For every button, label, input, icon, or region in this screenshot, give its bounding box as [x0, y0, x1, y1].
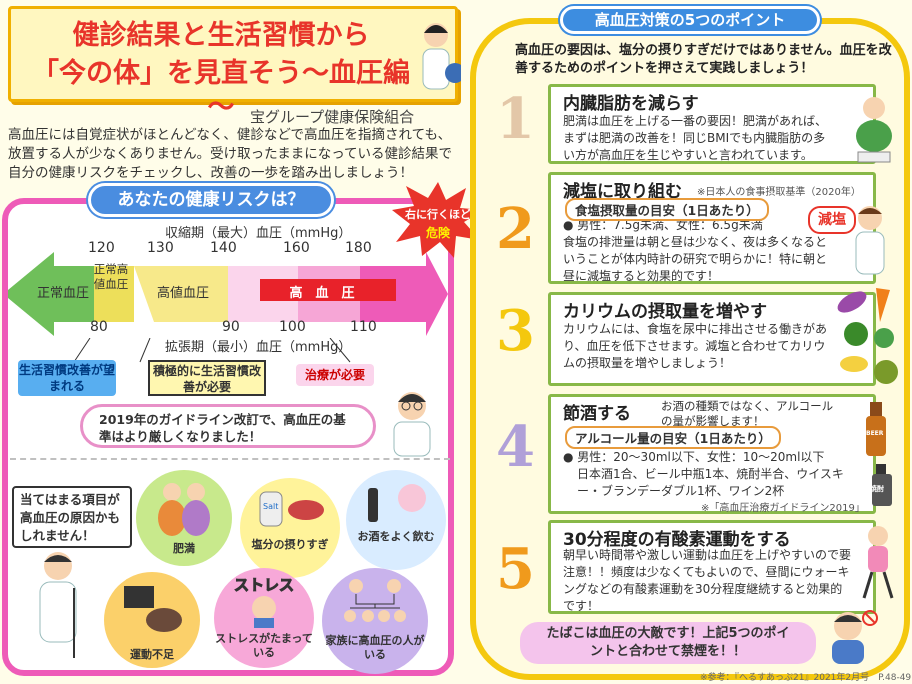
doctor-icon [393, 392, 431, 457]
risk-title: あなたの健康リスクは？ [88, 183, 334, 217]
cause-no-exercise-label: 運動不足 [130, 648, 174, 661]
weighing-man-icon [856, 97, 892, 163]
cause-alcohol: お酒をよく飲む [346, 470, 446, 570]
zone-high-normal: 正常高値血圧 [93, 262, 129, 291]
point-1-box: 内臓脂肪を減らす 肥満は血圧を上げる一番の要因！肥満があれば、まずは肥満の改善を… [548, 84, 876, 164]
point-4-box: 節酒する お酒の種類ではなく、アルコールの量が影響します！ ● 男性：20～30… [548, 394, 876, 514]
walking-woman-icon [862, 526, 894, 599]
point-4-heading: 節酒する [563, 404, 631, 424]
cause-family-label: 家族に高血圧の人がいる [325, 634, 425, 661]
note-lifestyle-required: 積極的に生活習慣改善が必要 [148, 360, 266, 396]
nurse-pointing-icon [855, 206, 885, 275]
dia-tick-90: 90 [222, 319, 240, 335]
point-4-amount: ● 男性：20～30ml以下、女性：10～20ml以下 [563, 450, 825, 464]
burst-text-1: 右に行くほど [405, 208, 471, 221]
beer-shochu-bottles-icon [866, 402, 892, 506]
pointer-arrows [73, 338, 351, 363]
point-3-box: カリウムの摂取量を増やす カリウムには、食塩を尿中に排出させる働きがあり、血圧を… [548, 292, 876, 386]
obese-people-icon [158, 483, 210, 536]
sys-tick-160: 160 [283, 240, 310, 256]
shochu-label: 焼酎 [870, 485, 884, 493]
systolic-label: 収縮期（最大）血圧（mmHg） [165, 226, 352, 241]
dia-tick-100: 100 [279, 319, 306, 335]
tv-couch-icon [124, 586, 182, 632]
intro-text: 高血圧には自覚症状がほとんどなく、健診などで高血圧を指摘されても、放置する人が少… [8, 127, 453, 181]
stressed-person-icon [252, 596, 276, 628]
point-2-body: 食塩の排泄量は朝と昼は少なく、夜は多くなるということが体内時計の研究で明らかに！… [563, 235, 828, 283]
stress-word: ストレス [233, 576, 294, 595]
zone-hypertension: 高 血 圧 [289, 286, 355, 301]
sys-tick-130: 130 [147, 240, 174, 256]
diastolic-label: 拡張期（最小）血圧（mmHg） [165, 340, 352, 355]
point-1-body: 肥満は血圧を上げる一番の要因！肥満があれば、まずは肥満の改善を！同じBMIでも内… [563, 114, 828, 162]
beer-label: BEER [866, 430, 884, 437]
salt-word: Salt [263, 502, 279, 511]
cause-salt-label: 塩分の摂りすぎ [251, 538, 329, 551]
cause-alcohol-label: お酒をよく飲む [357, 530, 435, 543]
doctor-patient-illustration [422, 23, 461, 90]
point-4-body: 日本酒1合、ビール中瓶1本、焼酎半合、ウイスキー・ブランデーダブル1杯、ワイン2… [577, 467, 844, 498]
guideline-bubble: 2019年のガイドライン改訂で、高血圧の基準はより厳しくなりました！ [80, 404, 376, 448]
family-tree-icon [344, 579, 406, 622]
danger-burst-icon [392, 182, 484, 258]
vegetables-icon [837, 288, 898, 384]
point-5-box: 30分程度の有酸素運動をする 朝早い時間帯や激しい運動は血圧を上げやすいので要注… [548, 520, 876, 614]
point-number-4: 4 [496, 414, 535, 480]
point-5-body: 朝早い時間帯や激しい運動は血圧を上げやすいので要注意！！頻度は少なくてもよいので… [563, 548, 852, 613]
check-note: 当てはまる項目が高血圧の原因かもしれません！ [12, 486, 132, 548]
point-number-3: 3 [496, 298, 535, 364]
dia-tick-110: 110 [350, 319, 377, 335]
organization-name: 宝グループ健康保険組合 [250, 108, 415, 126]
nurse-icon [39, 552, 77, 658]
tobacco-bubble: たばこは血圧の大敵です！上記5つのポイントと合わせて禁煙を！！ [520, 622, 816, 664]
point-1-heading: 内臓脂肪を減らす [563, 94, 699, 114]
divider [10, 458, 450, 460]
cause-obesity: 肥満 [136, 470, 232, 566]
point-2-note: ※日本人の食事摂取基準（2020年） [697, 187, 861, 198]
point-5-heading: 30分程度の有酸素運動をする [563, 530, 791, 550]
burst-text-2: 危険 [425, 226, 450, 240]
point-3-heading: カリウムの摂取量を増やす [563, 302, 767, 322]
alcohol-bunny-icon [368, 484, 426, 522]
point-number-2: 2 [496, 196, 535, 262]
points-intro: 高血圧の要因は、塩分の摂りすぎだけではありません。血圧を改善するためのポイントを… [515, 43, 892, 76]
title-box: 健診結果と生活習慣から 「今の体」を見直そう～血圧編～ [8, 6, 461, 123]
dia-tick-80: 80 [90, 319, 108, 335]
note-lifestyle-desired: 生活習慣改善が望まれる [18, 360, 116, 396]
cause-salt: Salt 塩分の摂りすぎ [240, 478, 340, 578]
point-4-side: お酒の種類ではなく、アルコールの量が影響します！ [661, 399, 834, 428]
point-4-note: ※「高血圧治療ガイドライン2019」 [701, 503, 865, 514]
title-line1: 健診結果と生活習慣から [72, 20, 370, 51]
note-treatment: 治療が必要 [296, 364, 374, 386]
cause-stress: ストレス ストレスがたまっている [214, 568, 314, 668]
man-no-smoking-icon [832, 610, 878, 664]
point-number-1: 1 [496, 86, 535, 152]
points-title: 高血圧対策の5つのポイント [560, 6, 820, 34]
point-2-heading: 減塩に取り組む [563, 182, 682, 202]
point-3-body: カリウムには、食塩を尿中に排出させる働きがあり、血圧を低下させます。減塩と合わせ… [563, 322, 828, 370]
zone-normal: 正常血圧 [36, 286, 89, 301]
sys-tick-180: 180 [345, 240, 372, 256]
cause-no-exercise: 運動不足 [104, 572, 200, 668]
footer-reference: ※参考：『へるすあっぷ21』2021年2月号 P.48-49 [700, 673, 912, 683]
cause-obesity-label: 肥満 [173, 542, 195, 555]
point-4-box-label: アルコール量の目安（1日あたり） [565, 426, 781, 449]
genen-bubble: 減塩 [808, 206, 856, 234]
blood-pressure-scale [8, 252, 448, 336]
point-2-box-label: 食塩摂取量の目安（1日あたり） [565, 198, 769, 221]
salt-ramen-icon [259, 491, 324, 527]
cause-stress-label: ストレスがたまっている [215, 632, 313, 659]
point-number-5: 5 [496, 536, 535, 602]
title-line2: 「今の体」を見直そう～血圧編～ [32, 58, 410, 123]
sys-tick-120: 120 [88, 240, 115, 256]
zone-elevated: 高値血圧 [156, 286, 209, 301]
cause-family-history: 家族に高血圧の人がいる [322, 568, 428, 674]
sys-tick-140: 140 [210, 240, 237, 256]
point-2-amount: ● 男性：7.5g未満、女性：6.5g未満 [563, 218, 763, 232]
